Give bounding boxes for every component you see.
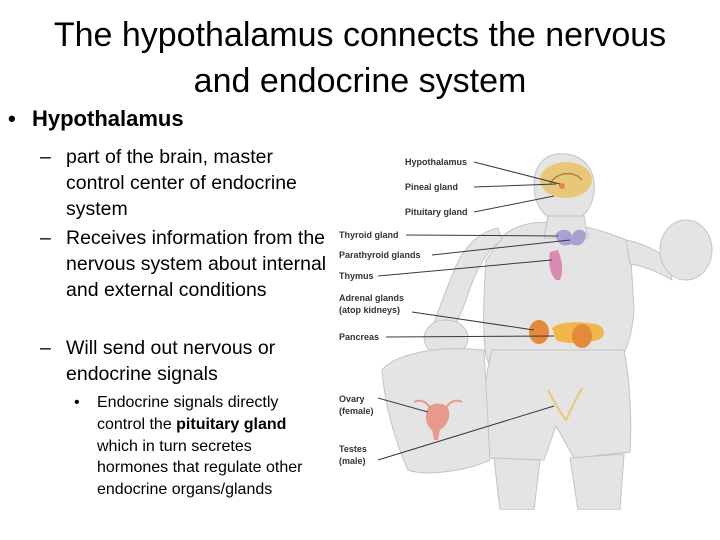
leader-line bbox=[377, 259, 553, 277]
sub-bullet-2-text: Receives information from the nervous sy… bbox=[66, 227, 327, 301]
thyroid-icon bbox=[556, 229, 586, 246]
leader-line bbox=[473, 161, 561, 185]
leg-left bbox=[493, 457, 541, 510]
adrenal-gland-icon bbox=[572, 324, 592, 348]
label-thyroid-gland: Thyroid gland bbox=[339, 230, 399, 240]
leader-line bbox=[405, 234, 559, 237]
sub-bullet-1-text: part of the brain, master control center… bbox=[66, 146, 297, 220]
label-testes-note: (male) bbox=[339, 456, 366, 466]
hypothalamus-icon bbox=[559, 183, 565, 189]
organs bbox=[413, 162, 604, 440]
label-parathyroid-glands: Parathyroid glands bbox=[339, 250, 421, 260]
testes-icon bbox=[547, 387, 583, 422]
label-ovary-note: (female) bbox=[339, 406, 374, 416]
label-testes: Testes bbox=[339, 444, 367, 454]
leader-lines bbox=[377, 161, 571, 461]
sub-bullet-2: – Receives information from the nervous … bbox=[40, 225, 330, 303]
bullet-hypothalamus-text: Hypothalamus bbox=[32, 106, 184, 131]
right-arm bbox=[625, 239, 673, 281]
boxing-glove-right bbox=[659, 219, 713, 281]
leader-line bbox=[473, 183, 557, 188]
ovary-uterus-icon bbox=[425, 403, 450, 440]
label-adrenal-glands: Adrenal glands bbox=[339, 293, 404, 303]
leg-right bbox=[569, 453, 625, 510]
leader-line bbox=[377, 405, 555, 461]
dash-marker: – bbox=[40, 227, 51, 249]
bullet-marker: • bbox=[74, 394, 80, 411]
label-pineal-gland: Pineal gland bbox=[405, 182, 458, 192]
thymus-icon bbox=[549, 250, 563, 280]
leader-line bbox=[377, 397, 429, 413]
bullet-hypothalamus: • Hypothalamus bbox=[8, 106, 184, 132]
label-pancreas: Pancreas bbox=[339, 332, 379, 342]
sub-sub-text-start: Endocrine signals directly control the bbox=[97, 394, 279, 433]
endocrine-system-figure: Hypothalamus Pineal gland Pituitary glan… bbox=[339, 153, 713, 510]
pituitary-gland-emphasis: pituitary gland bbox=[176, 415, 287, 433]
label-ovary: Ovary bbox=[339, 394, 365, 404]
label-adrenal-glands-note: (atop kidneys) bbox=[339, 305, 400, 315]
sub-bullet-3-text: Will send out nervous or endocrine signa… bbox=[66, 337, 276, 385]
sub-sub-bullet: • Endocrine signals directly control the… bbox=[74, 392, 324, 501]
brain-icon bbox=[540, 162, 592, 198]
label-hypothalamus: Hypothalamus bbox=[405, 157, 467, 167]
figure-labels: Hypothalamus Pineal gland Pituitary glan… bbox=[339, 157, 468, 466]
dash-marker: – bbox=[40, 337, 51, 359]
leader-line bbox=[473, 195, 555, 213]
brain-detail bbox=[549, 172, 583, 185]
leader-line bbox=[411, 311, 535, 331]
sub-bullet-1: – part of the brain, master control cent… bbox=[40, 144, 330, 222]
slide-title: The hypothalamus connects the nervous an… bbox=[53, 16, 667, 100]
bullet-marker: • bbox=[8, 106, 16, 131]
sub-bullet-3: – Will send out nervous or endocrine sig… bbox=[40, 335, 330, 387]
sub-sub-bullet-text: Endocrine signals directly control the p… bbox=[97, 392, 324, 501]
sub-sub-text-end: which in turn secretes hormones that reg… bbox=[97, 437, 303, 499]
fallopian-tubes bbox=[413, 399, 463, 409]
label-thymus: Thymus bbox=[339, 271, 374, 281]
leader-line bbox=[431, 239, 571, 256]
label-pituitary-gland: Pituitary gland bbox=[405, 207, 468, 217]
leader-line bbox=[385, 335, 555, 338]
dash-marker: – bbox=[40, 146, 51, 168]
adrenal-gland-icon bbox=[529, 320, 549, 344]
